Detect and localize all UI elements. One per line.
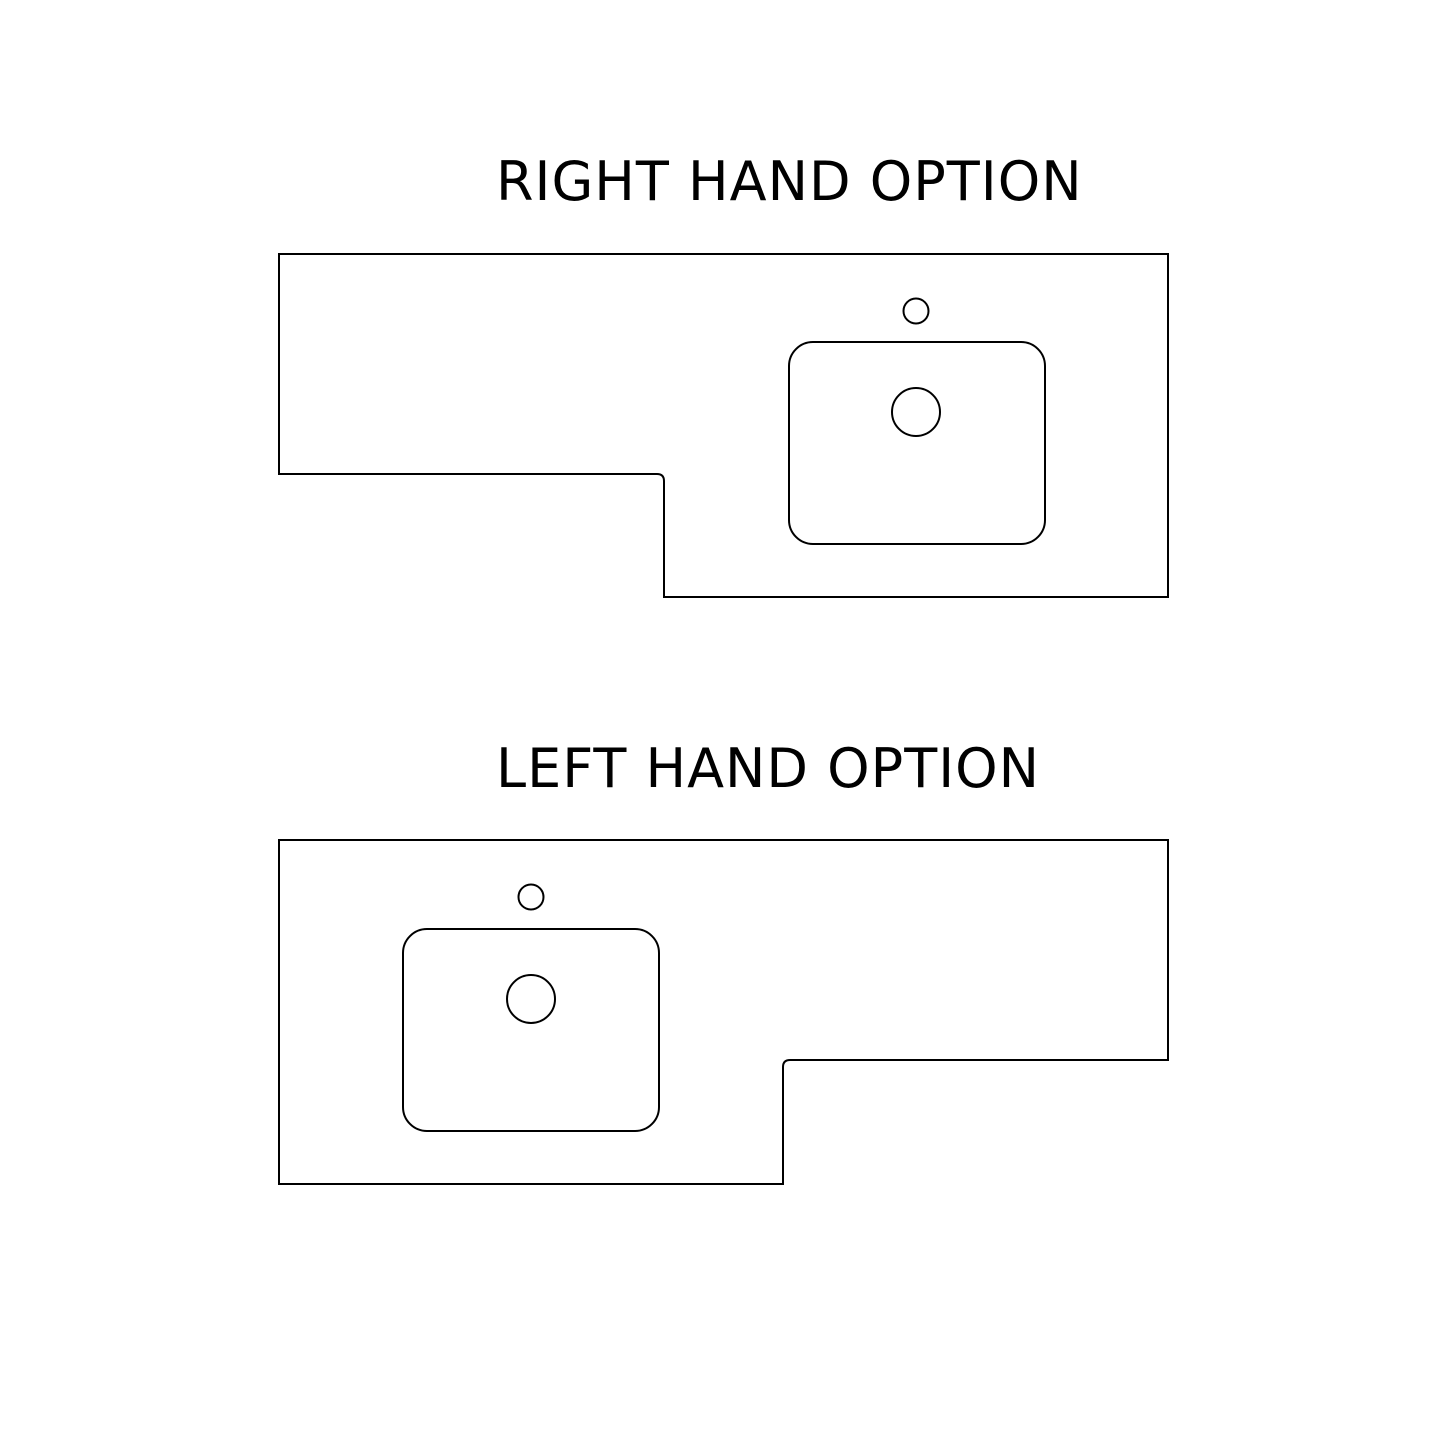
right-hand-countertop-outline	[278, 253, 1169, 598]
left-hand-drain-hole	[506, 974, 556, 1024]
left-hand-countertop	[278, 839, 1169, 1185]
right-hand-countertop	[278, 253, 1169, 598]
left-hand-option-heading: LEFT HAND OPTION	[496, 737, 1041, 800]
left-hand-sink-basin	[402, 928, 660, 1132]
right-hand-option-heading: RIGHT HAND OPTION	[496, 150, 1083, 213]
left-hand-countertop-outline	[278, 839, 1169, 1185]
left-hand-tap-hole	[517, 883, 545, 911]
right-hand-sink-basin	[788, 341, 1046, 545]
right-hand-tap-hole	[902, 297, 930, 325]
right-hand-drain-hole	[891, 387, 941, 437]
